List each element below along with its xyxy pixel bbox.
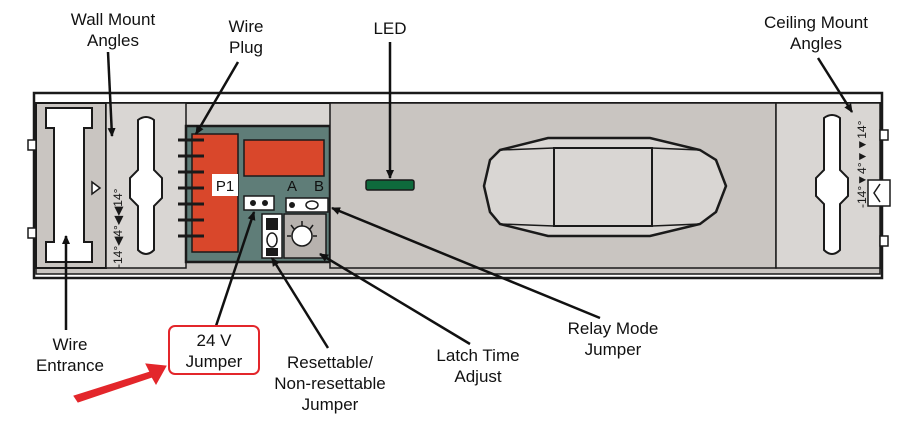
wall-angle-scale: -14°◀4°◀◀14°	[111, 188, 125, 268]
wire-entrance-channel	[45, 107, 93, 263]
jumper-24v	[243, 195, 275, 211]
arrow-24v-jumper	[214, 211, 256, 327]
led-indicator	[365, 179, 415, 191]
arrow-wall-mount	[106, 51, 116, 137]
p1-label: P1	[216, 178, 234, 195]
wire-entrance-notch	[91, 180, 102, 196]
jumper-b-label: B	[314, 178, 324, 195]
wall-mount-slot	[129, 116, 163, 255]
wire-plug-pins	[178, 138, 204, 238]
label-led: LED	[373, 19, 407, 38]
callout-arrows	[62, 42, 854, 349]
jumper-24v-callout-box	[168, 325, 260, 375]
arrow-resettable	[270, 257, 330, 349]
highlight-arrow	[73, 363, 167, 403]
relay-block	[243, 139, 325, 177]
ceiling-mount-slot	[815, 114, 849, 255]
p1-label-box	[212, 174, 238, 196]
lens-center	[553, 147, 653, 227]
arrow-wire-plug	[194, 61, 240, 135]
jumper-a-label: A	[287, 178, 297, 195]
ceiling-angle-scale: -14°▼4°▼▼14°	[855, 120, 869, 208]
arrow-relay-mode	[331, 206, 601, 320]
arrow-ceiling-mount	[816, 57, 854, 113]
arrow-latch-time	[319, 252, 471, 346]
